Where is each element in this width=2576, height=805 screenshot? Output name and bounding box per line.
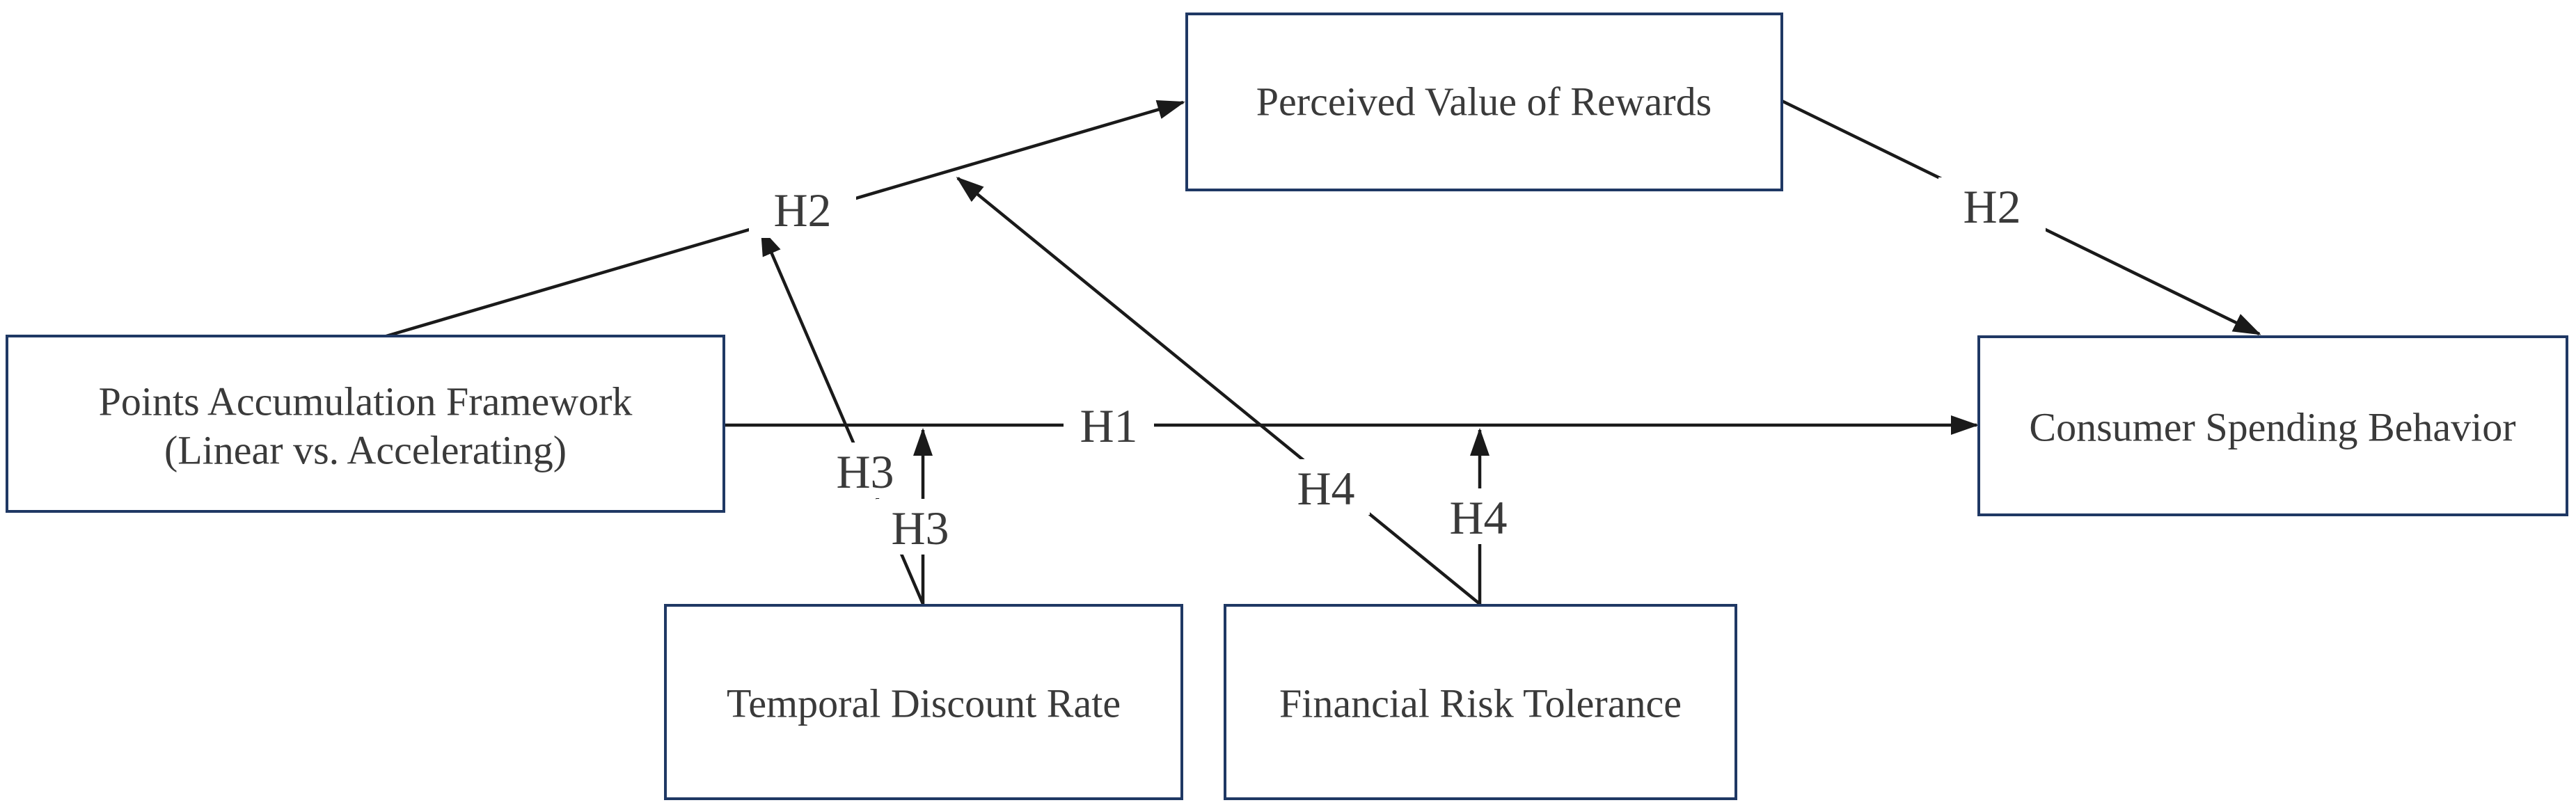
edge-label-h2-right: H2 <box>1963 180 2021 233</box>
node-temporal-discount-box <box>664 604 1183 800</box>
node-points-accumulation-label-line1: Points Accumulation Framework <box>99 379 633 424</box>
node-points-accumulation: Points Accumulation Framework (Linear vs… <box>6 335 725 513</box>
label-back-h3-diagonal <box>821 443 909 498</box>
edge-label-h4-diagonal: H4 <box>1297 462 1354 515</box>
edge-label-h2-left: H2 <box>773 184 831 237</box>
edge-labels: H2 H2 H1 H3 H3 H4 H4 <box>773 180 2021 555</box>
label-back-h3-vertical <box>876 499 964 555</box>
node-consumer-spending: Consumer Spending Behavior <box>1977 335 2568 516</box>
edge-label-h4-vertical: H4 <box>1449 491 1507 544</box>
node-points-accumulation-box <box>6 335 725 513</box>
node-perceived-value: Perceived Value of Rewards <box>1185 13 1783 191</box>
edge-h4-diagonal-arrow <box>956 177 1481 605</box>
edge-label-h1: H1 <box>1080 399 1137 452</box>
edge-label-backgrounds <box>749 177 2046 555</box>
node-consumer-spending-box <box>1977 335 2568 516</box>
node-points-accumulation-label-line2: (Linear vs. Accelerating) <box>164 428 567 473</box>
node-perceived-value-box <box>1185 13 1783 191</box>
node-perceived-value-label: Perceived Value of Rewards <box>1256 79 1712 125</box>
node-temporal-discount-label: Temporal Discount Rate <box>727 681 1121 726</box>
edge-label-h3-vertical: H3 <box>891 502 949 555</box>
edge-label-h3-diagonal: H3 <box>836 445 894 498</box>
nodes: Perceived Value of Rewards Points Accumu… <box>6 13 2568 800</box>
label-back-h2-left <box>749 180 856 238</box>
label-back-h4-diagonal <box>1282 459 1370 515</box>
node-financial-risk-label: Financial Risk Tolerance <box>1279 681 1682 726</box>
node-consumer-spending-label: Consumer Spending Behavior <box>2029 405 2515 450</box>
label-back-h1 <box>1064 397 1154 452</box>
node-financial-risk: Financial Risk Tolerance <box>1224 604 1737 800</box>
label-back-h4-vertical <box>1435 488 1522 544</box>
node-temporal-discount: Temporal Discount Rate <box>664 604 1183 800</box>
node-financial-risk-box <box>1224 604 1737 800</box>
label-back-h2-right <box>1938 177 2046 233</box>
